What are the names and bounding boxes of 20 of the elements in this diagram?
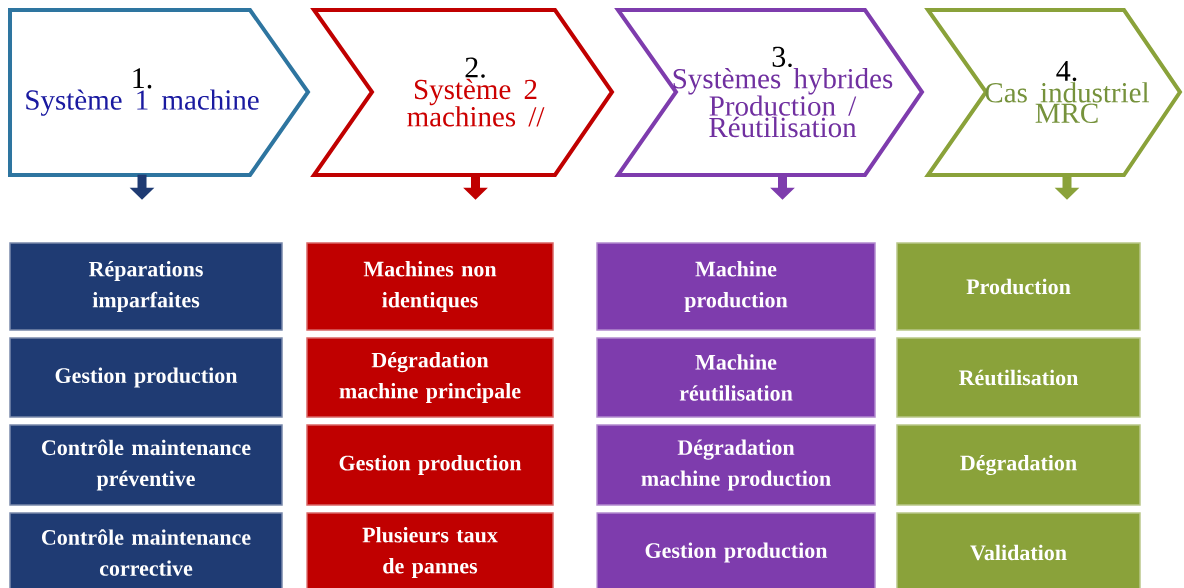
chevron-banner: 1. Système 1 machine xyxy=(8,8,311,177)
chevron-banner: 3. Systèmes hybrides Production / Réutilisation xyxy=(614,8,925,177)
text-box: Dégradation machine production xyxy=(596,424,876,506)
text-box: Gestion production xyxy=(596,512,876,588)
text-box: Dégradation xyxy=(896,424,1141,506)
text-box: Contrôle maintenance corrective xyxy=(9,512,283,588)
text-box: Machine réutilisation xyxy=(596,337,876,418)
text-box: Validation xyxy=(896,512,1141,588)
text-box: Plusieurs taux de pannes xyxy=(306,512,554,588)
text-box: Gestion production xyxy=(9,337,283,418)
text-box: Réparations imparfaites xyxy=(9,242,283,331)
text-box: Dégradation machine principale xyxy=(306,337,554,418)
text-box: Réutilisation xyxy=(896,337,1141,418)
text-box: Gestion production xyxy=(306,424,554,506)
chevron-banner: 4. Cas industriel MRC xyxy=(924,8,1183,177)
text-box: Machine production xyxy=(596,242,876,331)
text-box: Machines non identiques xyxy=(306,242,554,331)
chevron-banner: 2. Système 2 machines // xyxy=(310,8,615,177)
text-box: Production xyxy=(896,242,1141,331)
text-box: Contrôle maintenance préventive xyxy=(9,424,283,506)
